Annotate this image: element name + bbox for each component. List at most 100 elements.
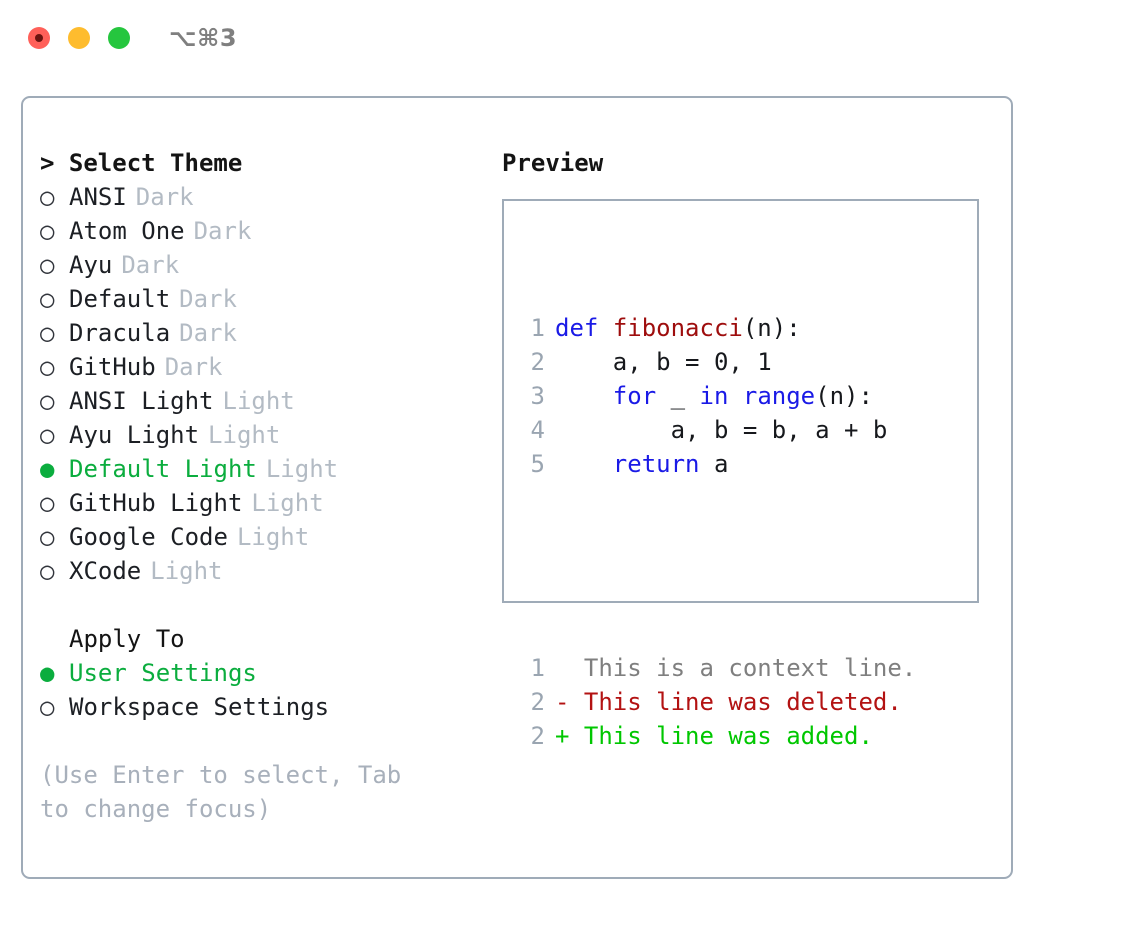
radio-unselected-icon: ○ <box>40 523 55 551</box>
code-token <box>728 382 742 410</box>
theme-option-label: Ayu <box>69 251 113 279</box>
traffic-light-buttons <box>28 27 130 49</box>
diff-text: This is a context line. <box>569 654 917 682</box>
line-number: 1 <box>530 654 545 682</box>
apply-to-option-list[interactable]: ●User Settings ○ Workspace Settings <box>40 656 480 724</box>
code-token: (n): <box>742 314 801 342</box>
code-token: range <box>742 382 816 410</box>
radio-unselected-icon: ○ <box>40 693 55 721</box>
minimize-window-button[interactable] <box>68 27 90 49</box>
line-number: 3 <box>530 382 545 410</box>
radio-unselected-icon: ○ <box>40 421 55 449</box>
diff-sample: 1 This is a context line.2- This line wa… <box>521 651 917 753</box>
apply-to-option-workspace-settings[interactable]: ○ Workspace Settings <box>40 690 480 724</box>
line-number: 1 <box>530 314 545 342</box>
theme-option-ansi-light[interactable]: ○ ANSI Light Light <box>40 384 480 418</box>
theme-option-xcode[interactable]: ○ XCode Light <box>40 554 480 588</box>
code-line: 4 a, b = b, a + b <box>521 413 916 447</box>
code-diff-gap <box>521 549 916 583</box>
code-token: a, b = b, a + b <box>555 416 888 444</box>
radio-unselected-icon: ○ <box>40 387 55 415</box>
keyboard-shortcut-label: ⌥⌘3 <box>169 24 238 52</box>
theme-option-ansi[interactable]: ○ ANSI Dark <box>40 180 480 214</box>
theme-option-label: Default Light <box>69 455 257 483</box>
theme-option-github-light[interactable]: ○ GitHub Light Light <box>40 486 480 520</box>
theme-option-label: ANSI Light <box>69 387 214 415</box>
theme-option-variant: Dark <box>135 183 194 211</box>
radio-selected-icon: ● <box>40 659 55 687</box>
diff-line: 2+ This line was added. <box>521 719 916 753</box>
apply-to-header: Apply To <box>69 625 185 653</box>
theme-option-variant: Dark <box>179 285 237 313</box>
theme-option-label: Dracula <box>69 319 171 347</box>
theme-option-default[interactable]: ○ Default Dark <box>40 282 480 316</box>
code-line: 2 a, b = 0, 1 <box>521 345 916 379</box>
code-token: return <box>612 450 700 478</box>
line-number: 5 <box>530 450 545 478</box>
theme-option-variant: Light <box>251 489 324 517</box>
close-window-button[interactable] <box>28 27 50 49</box>
code-token: a <box>699 450 729 478</box>
code-line: 3 for _ in range(n): <box>521 379 916 413</box>
theme-option-variant: Dark <box>121 251 180 279</box>
line-number: 2 <box>530 348 545 376</box>
diff-sign <box>555 654 569 682</box>
code-token <box>555 450 613 478</box>
code-token: in <box>699 382 729 410</box>
radio-unselected-icon: ○ <box>40 251 55 279</box>
code-token: fibonacci <box>612 314 743 342</box>
maximize-window-button[interactable] <box>108 27 130 49</box>
select-theme-header: > Select Theme <box>40 149 243 177</box>
theme-option-label: GitHub Light <box>69 489 243 517</box>
code-token: (n): <box>815 382 873 410</box>
preview-title: Preview <box>502 149 604 177</box>
theme-option-label: XCode <box>69 557 142 585</box>
theme-option-ayu[interactable]: ○ Ayu Dark <box>40 248 480 282</box>
code-line: 5 return a <box>521 447 916 481</box>
theme-option-label: Atom One <box>69 217 185 245</box>
radio-unselected-icon: ○ <box>40 183 55 211</box>
theme-option-variant: Dark <box>193 217 252 245</box>
theme-option-label: Google Code <box>69 523 228 551</box>
window-titlebar: ⌥⌘3 <box>0 0 1140 76</box>
code-token: a, b = 0, 1 <box>555 348 772 376</box>
radio-unselected-icon: ○ <box>40 489 55 517</box>
line-number: 2 <box>530 688 545 716</box>
theme-option-label: Ayu Light <box>69 421 200 449</box>
theme-option-label: Default <box>69 285 171 313</box>
theme-option-label: ANSI <box>69 183 127 211</box>
diff-text: This line was added. <box>569 722 873 750</box>
line-number: 2 <box>530 722 545 750</box>
code-token: for <box>612 382 657 410</box>
code-token: def <box>555 314 599 342</box>
list-spacer <box>40 588 480 622</box>
theme-option-variant: Dark <box>164 353 223 381</box>
diff-line: 1 This is a context line. <box>521 651 917 685</box>
code-token <box>555 382 613 410</box>
theme-option-variant: Light <box>150 557 223 585</box>
theme-option-variant: Light <box>222 387 295 415</box>
radio-unselected-icon: ○ <box>40 285 55 313</box>
radio-unselected-icon: ○ <box>40 217 55 245</box>
diff-text: This line was deleted. <box>569 688 902 716</box>
theme-option-variant: Dark <box>179 319 237 347</box>
line-number: 4 <box>530 416 545 444</box>
keyboard-hint-text: (Use Enter to select, Tab to change focu… <box>40 761 402 823</box>
apply-to-option-user-settings[interactable]: ●User Settings <box>40 656 480 690</box>
apply-to-option-label: Workspace Settings <box>69 693 330 721</box>
theme-option-atom-one[interactable]: ○ Atom One Dark <box>40 214 480 248</box>
radio-selected-icon: ● <box>40 455 55 483</box>
radio-unselected-icon: ○ <box>40 557 55 585</box>
